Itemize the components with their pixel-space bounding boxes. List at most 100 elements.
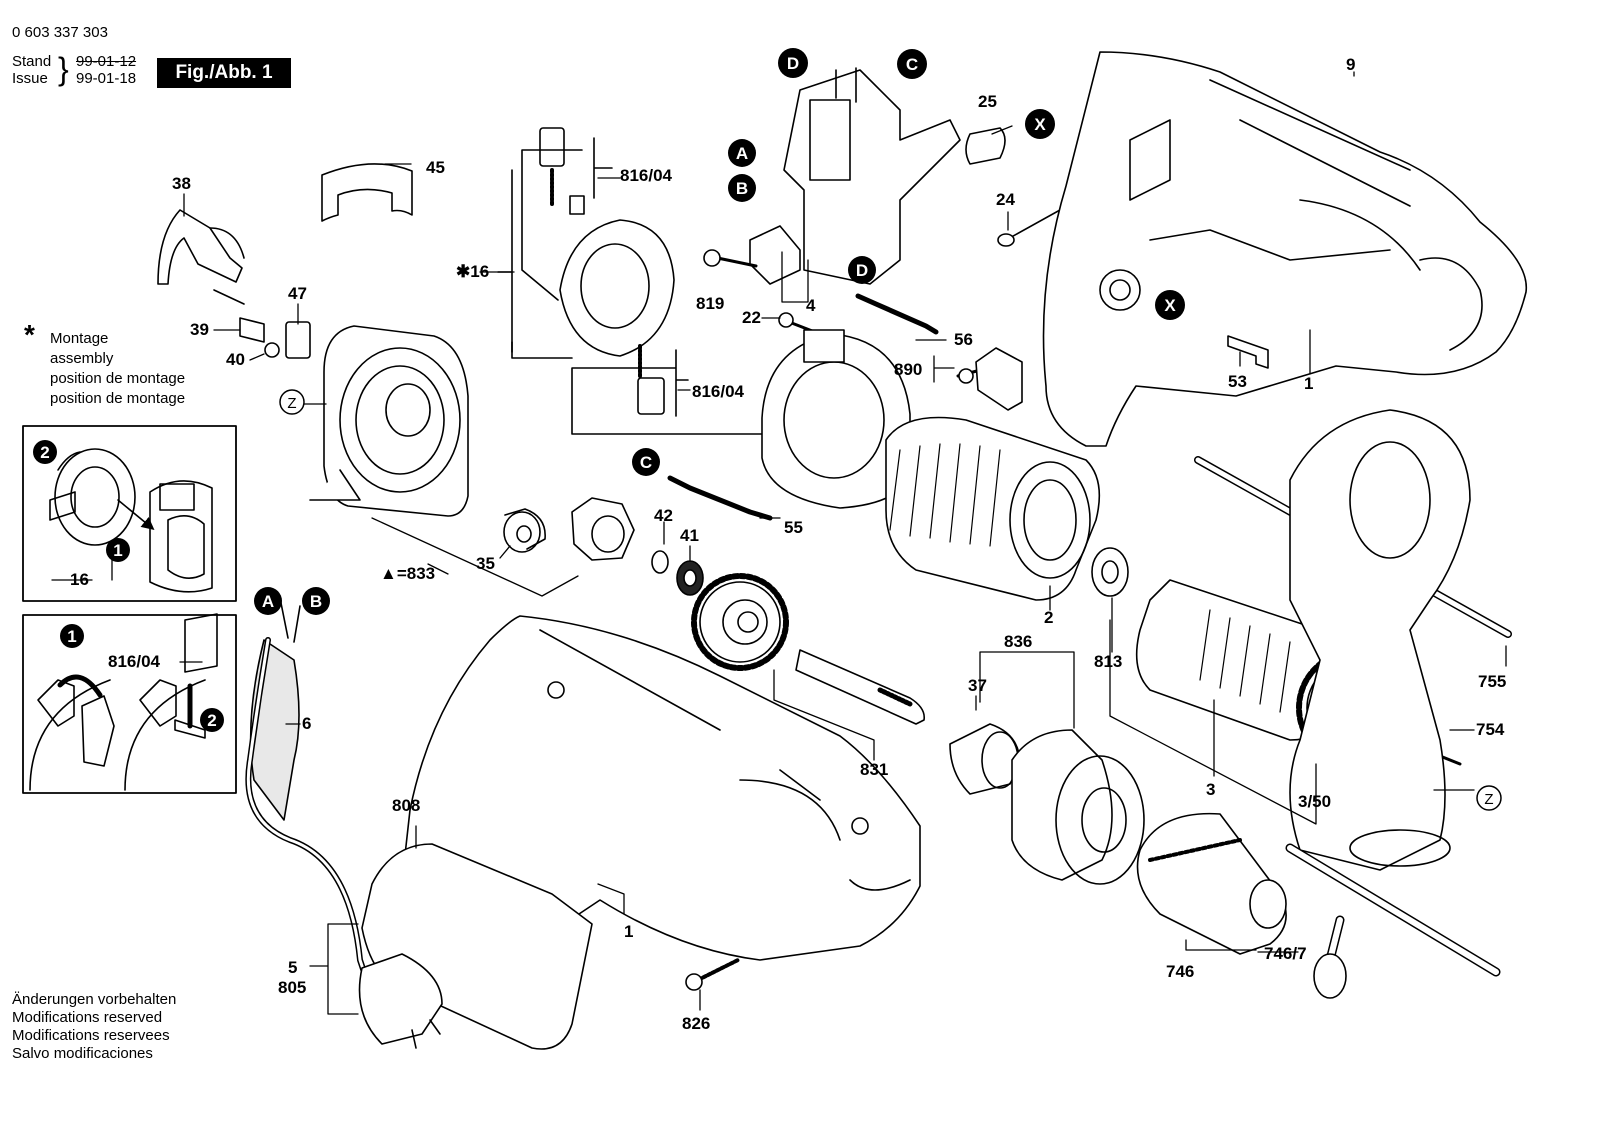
label-55: 55 <box>784 518 803 537</box>
label-53: 53 <box>1228 372 1247 391</box>
label-1-body: 1 <box>624 922 634 941</box>
part-754-side-handle <box>1289 409 1471 871</box>
svg-text:C: C <box>640 453 652 472</box>
label-35: 35 <box>476 554 495 573</box>
label-2: 2 <box>1044 608 1054 627</box>
part-25 <box>965 127 1006 165</box>
label-24: 24 <box>996 190 1015 209</box>
part-805-plug <box>358 953 443 1045</box>
part-number: 0 603 337 303 <box>12 24 108 41</box>
svg-text:B: B <box>736 179 748 198</box>
label-25: 25 <box>978 92 997 111</box>
svg-text:2: 2 <box>40 443 49 462</box>
label-816-04-inset: 816/04 <box>108 652 160 671</box>
svg-text:D: D <box>856 261 868 280</box>
marker-A-cord: A <box>254 587 282 615</box>
marker-B-switch: B <box>728 174 756 202</box>
part-39 <box>239 317 265 343</box>
label-826: 826 <box>682 1014 711 1033</box>
svg-text:Z: Z <box>287 395 296 412</box>
note-symbol: * <box>24 319 35 350</box>
label-40: 40 <box>226 350 245 369</box>
label-831: 831 <box>860 760 889 779</box>
part-831-shaft <box>795 649 926 725</box>
part-56-wire <box>855 293 939 335</box>
hex-nut <box>571 497 635 561</box>
marker-C-top: C <box>897 49 927 79</box>
label-808: 808 <box>392 796 421 815</box>
marker-B-cord: B <box>302 587 330 615</box>
label-45: 45 <box>426 158 445 177</box>
part-35-bearing <box>503 511 541 553</box>
part-836-gear-housing <box>1011 729 1113 881</box>
marker-step-2-inset1: 2 <box>33 440 57 464</box>
svg-text:A: A <box>736 144 748 163</box>
marker-D-wire: D <box>848 256 876 284</box>
label-805: 805 <box>278 978 307 997</box>
label-22: 22 <box>742 308 761 327</box>
label-755: 755 <box>1478 672 1507 691</box>
part-38-lever <box>157 209 243 285</box>
label-816-04-top: 816/04 <box>620 166 672 185</box>
label-813: 813 <box>1094 652 1123 671</box>
stand-label: Stand <box>12 53 52 70</box>
stand-date: 99-01-12 <box>76 53 137 70</box>
part-55-wire <box>667 475 773 521</box>
svg-text:D: D <box>787 54 799 73</box>
label-746-7: 746/7 <box>1264 944 1307 963</box>
label-816-04-mid: 816/04 <box>692 382 744 401</box>
label-3: 3 <box>1206 780 1216 799</box>
marker-step-1-inset2: 1 <box>60 624 84 648</box>
label-836: 836 <box>1004 632 1033 651</box>
inset-box-1 <box>22 425 237 602</box>
label-746: 746 <box>1166 962 1195 981</box>
svg-text:X: X <box>1164 296 1176 315</box>
part-42-washer <box>651 550 669 574</box>
label-833: ▲=833 <box>380 564 436 583</box>
inset-2-parts <box>29 613 218 791</box>
leader-lines <box>51 71 1507 1015</box>
svg-text:A: A <box>262 592 274 611</box>
label-5: 5 <box>288 958 298 977</box>
part-9-housing-half <box>1042 51 1528 447</box>
svg-text:1: 1 <box>113 541 122 560</box>
label-56: 56 <box>954 330 973 349</box>
label-6: 6 <box>302 714 312 733</box>
label-47: 47 <box>288 284 307 303</box>
marker-X-top: X <box>1025 109 1055 139</box>
label-819: 819 <box>696 294 725 313</box>
label-3-50: 3/50 <box>1298 792 1332 811</box>
label-16-inset: 16 <box>70 570 89 589</box>
part-890-bracket <box>975 347 1023 411</box>
inset-1-parts <box>49 448 213 593</box>
issue-label: Issue <box>12 70 48 87</box>
part-746-chuck <box>1136 812 1287 955</box>
label-890: 890 <box>894 360 923 379</box>
svg-text:B: B <box>310 592 322 611</box>
part-6-cable-guard <box>249 639 300 821</box>
part-53 <box>1227 335 1269 369</box>
label-37: 37 <box>968 676 987 695</box>
svg-text:1: 1 <box>67 627 76 646</box>
marker-C-wire: C <box>632 448 660 476</box>
label-1-housing: 1 <box>1304 374 1314 393</box>
marker-step-2-inset2: 2 <box>200 708 224 732</box>
svg-text:X: X <box>1034 115 1046 134</box>
label-16-star: ✱16 <box>456 262 490 281</box>
marker-X-housing: X <box>1155 290 1185 320</box>
label-42: 42 <box>654 506 673 525</box>
marker-step-1-inset1: 1 <box>106 538 130 562</box>
switch-slider <box>749 225 801 285</box>
figure-label: Fig./Abb. 1 <box>157 58 291 88</box>
footer-line-4: Salvo modificaciones <box>12 1045 153 1062</box>
svg-text:2: 2 <box>207 711 216 730</box>
label-39: 39 <box>190 320 209 339</box>
inset-box-2 <box>22 614 237 794</box>
part-16-brush-plate <box>559 219 675 357</box>
svg-text:Z: Z <box>1484 791 1493 808</box>
note-line-3: position de montage <box>50 370 186 387</box>
marker-Z-right: Z <box>1476 785 1502 811</box>
part-40 <box>264 342 280 358</box>
issue-date: 99-01-18 <box>76 70 137 87</box>
